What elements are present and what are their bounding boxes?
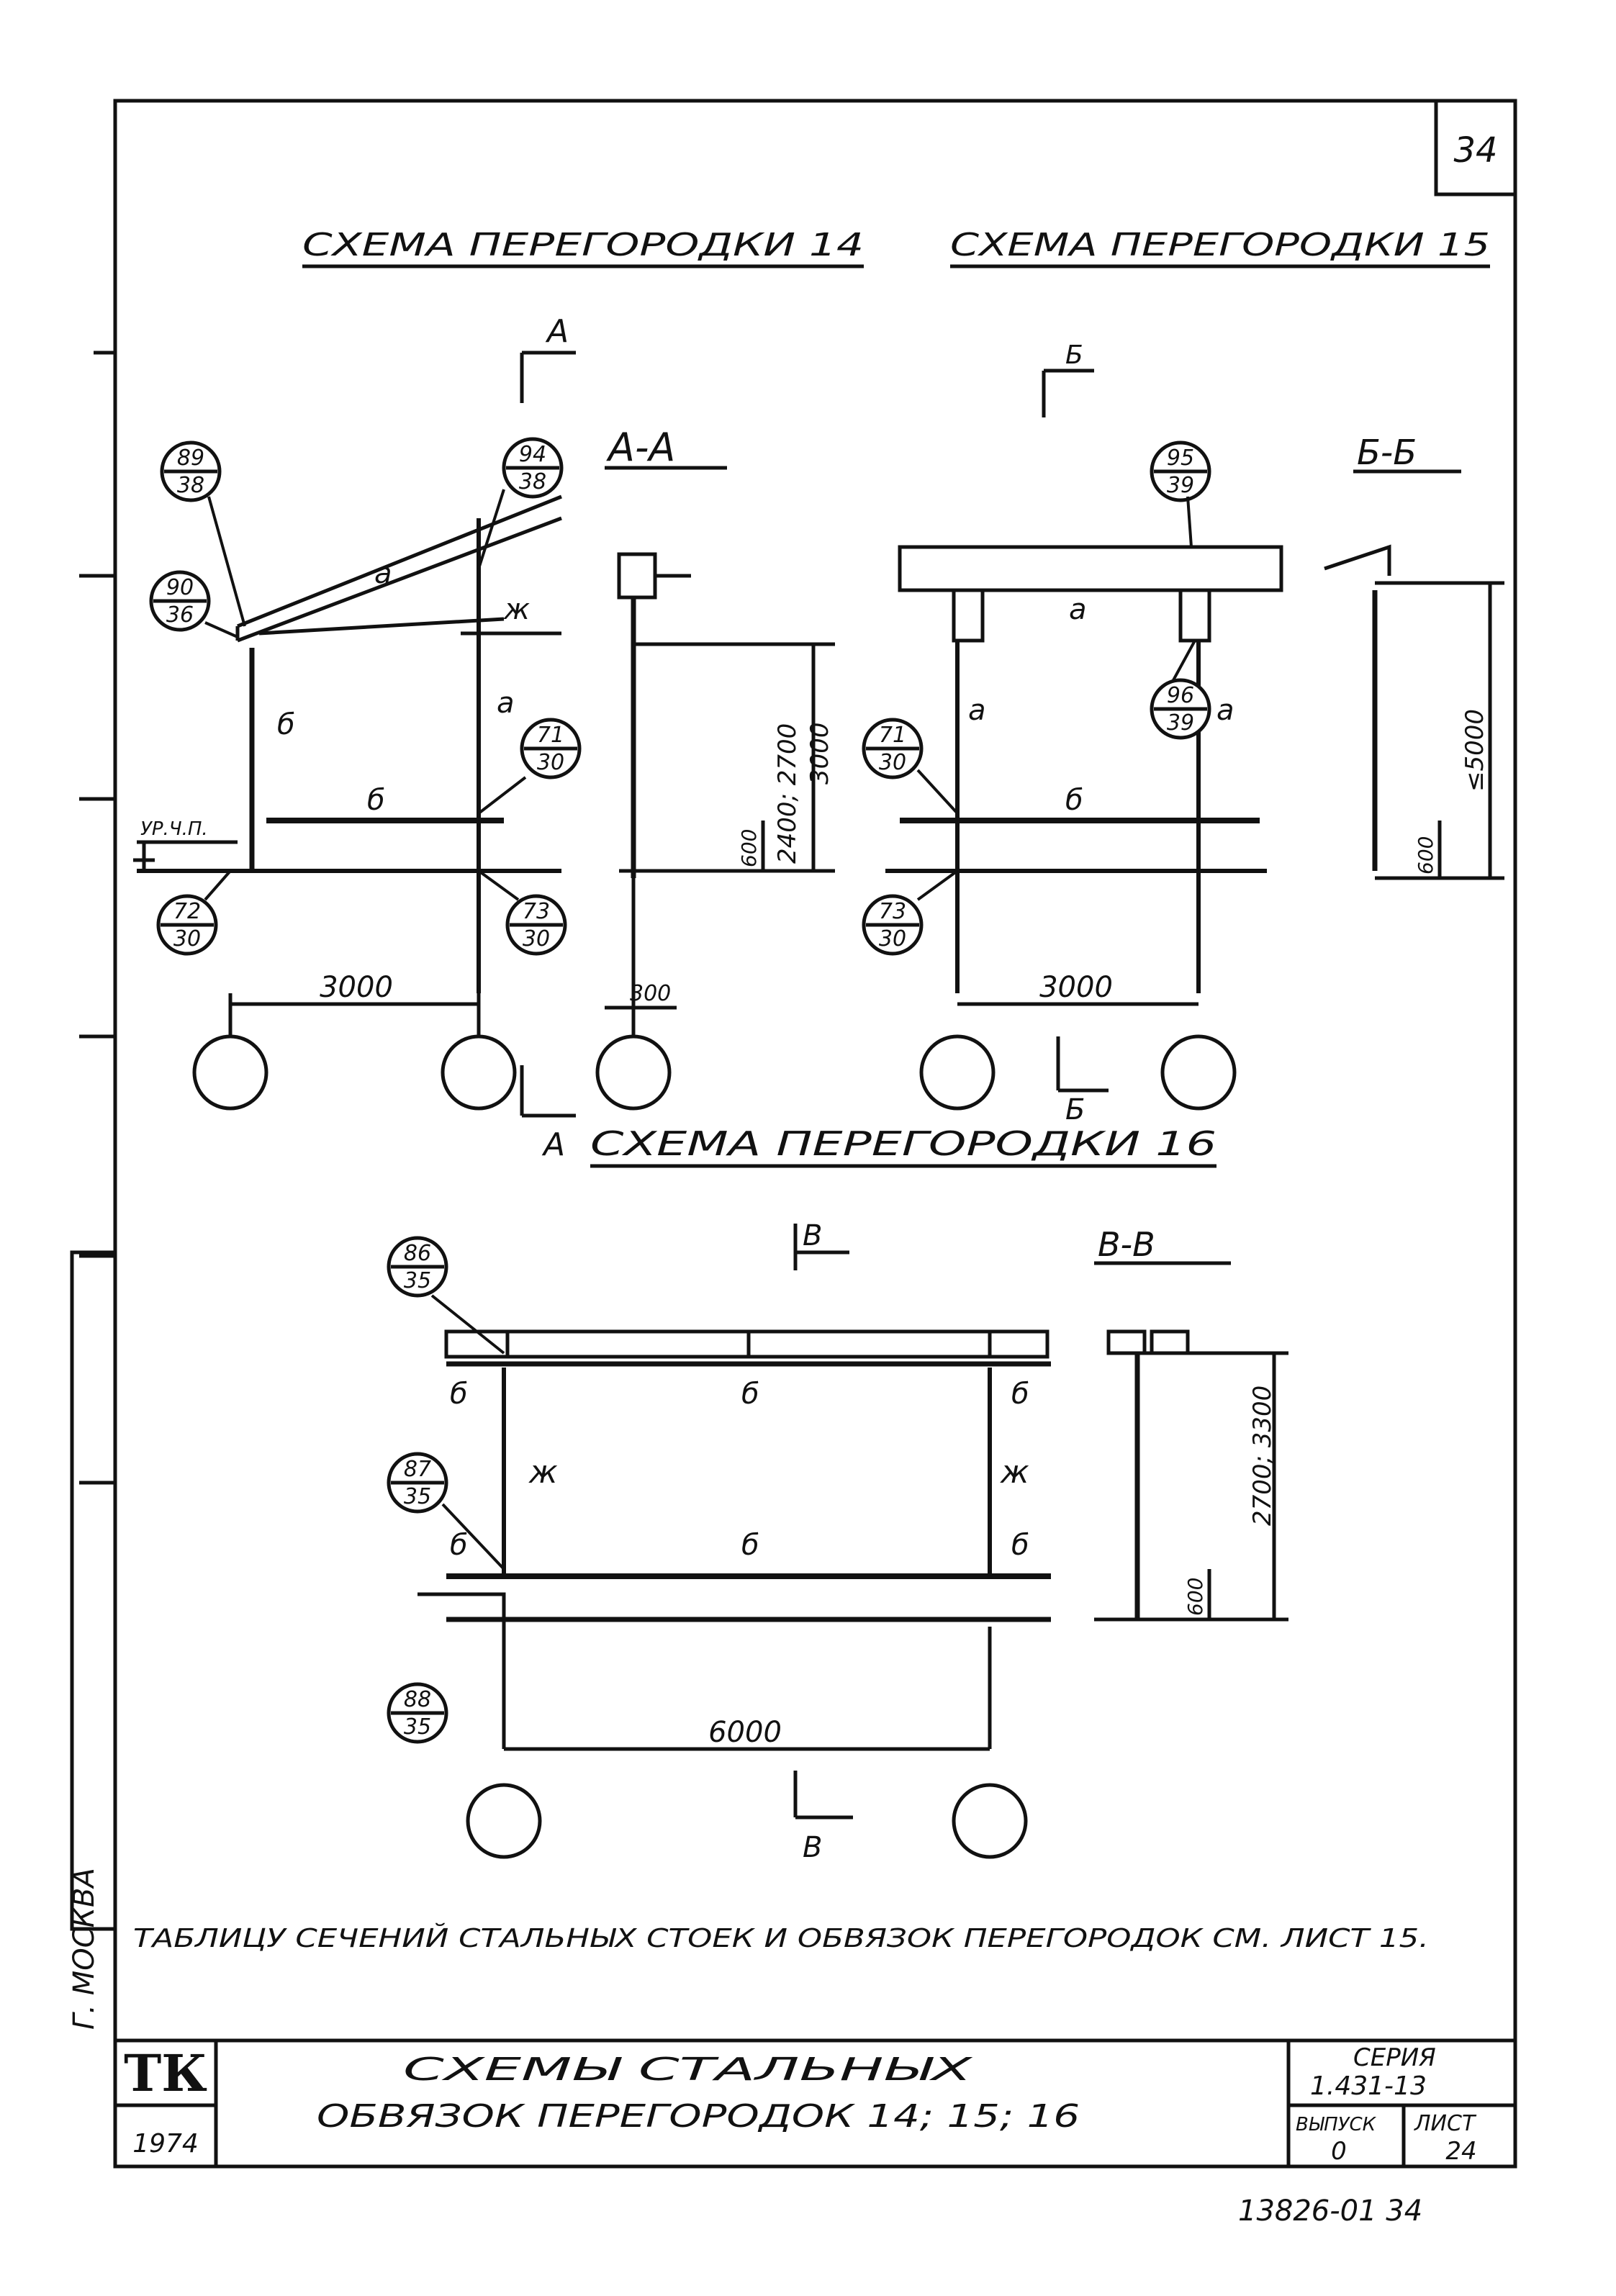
dim-height: 3000 — [805, 722, 834, 785]
axis-marker — [952, 1783, 1028, 1859]
dim-span: 3000 — [1039, 971, 1113, 1004]
node-top: 71 — [879, 723, 906, 748]
dim-span: 6000 — [708, 1716, 782, 1749]
element-label-b: б — [1065, 784, 1083, 817]
element-label-zh: ж — [528, 1454, 558, 1491]
title-scheme-15: СХЕМА ПЕРЕГОРОДКИ 15 — [950, 227, 1490, 263]
node-top: 90 — [166, 575, 194, 600]
cut-marker-v: В — [803, 1831, 822, 1864]
sheet-label: ЛИСТ — [1414, 2111, 1477, 2136]
node-top: 94 — [519, 442, 546, 467]
dim-low: 600 — [1183, 1578, 1207, 1616]
node-bottom: 30 — [879, 926, 906, 952]
series-label: СЕРИЯ — [1353, 2043, 1436, 2072]
node-bottom: 30 — [879, 750, 906, 775]
scheme-14 — [133, 264, 864, 1118]
title-scheme-16: СХЕМА ПЕРЕГОРОДКИ 16 — [590, 1124, 1216, 1163]
node-top: 88 — [404, 1687, 431, 1712]
scheme-15 — [885, 264, 1504, 1111]
node-bottom: 36 — [166, 602, 194, 628]
node-top: 71 — [537, 723, 564, 748]
dim-base: 300 — [630, 981, 671, 1006]
node-callouts-14 — [149, 437, 582, 956]
dim-span: 3000 — [320, 971, 393, 1004]
element-label-a: а — [968, 694, 986, 727]
axis-marker — [441, 1034, 517, 1111]
sheet-value: 24 — [1445, 2137, 1476, 2166]
node-top: 87 — [404, 1457, 431, 1482]
element-label-b: б — [1011, 1529, 1029, 1562]
element-label-a: а — [374, 557, 392, 590]
node-top: 72 — [173, 899, 201, 924]
element-label-a: а — [1069, 593, 1087, 626]
axis-marker — [466, 1783, 542, 1859]
element-label-zh: ж — [1000, 1454, 1029, 1491]
dim-height: ≤5000 — [1461, 709, 1489, 792]
dim-low: 600 — [1414, 836, 1437, 874]
node-callouts-16 — [387, 1236, 448, 1744]
node-top: 96 — [1167, 683, 1194, 708]
element-label-b: б — [1011, 1378, 1029, 1411]
node-callouts-15 — [862, 440, 1211, 956]
year: 1974 — [132, 2129, 199, 2159]
node-bottom: 39 — [1167, 710, 1194, 736]
cut-marker-a: А — [545, 313, 569, 350]
node-bottom: 35 — [404, 1484, 431, 1509]
page-number: 34 — [1453, 130, 1497, 171]
element-label-b: б — [741, 1529, 759, 1562]
axis-marker — [919, 1034, 996, 1111]
dim-height: 2700; 3300 — [1248, 1386, 1277, 1526]
cut-marker-a: А — [541, 1126, 565, 1163]
node-bottom: 38 — [177, 473, 204, 498]
node-bottom: 30 — [523, 926, 550, 952]
axis-marker — [595, 1034, 672, 1111]
title-scheme-14: СХЕМА ПЕРЕГОРОДКИ 14 — [302, 227, 864, 263]
scheme-16 — [417, 1164, 1288, 1859]
drawing-title-line1: СХЕМЫ СТАЛЬНЫХ — [403, 2051, 973, 2088]
drawing-title-line2: ОБВЯЗОК ПЕРЕГОРОДОК 14; 15; 16 — [317, 2098, 1080, 2135]
side-city: Г. МОСКВА — [68, 1868, 101, 2030]
node-bottom: 30 — [173, 926, 201, 952]
axis-marker — [1160, 1034, 1237, 1111]
element-label-b: б — [450, 1378, 468, 1411]
node-top: 89 — [177, 446, 204, 471]
note-text: ТАБЛИЦУ СЕЧЕНИЙ СТАЛЬНЫХ СТОЕК И ОБВЯЗОК… — [133, 1923, 1429, 1953]
title-block — [115, 2038, 1515, 2166]
node-bottom: 39 — [1167, 473, 1194, 498]
element-label-a: а — [1216, 694, 1234, 727]
node-bottom: 35 — [404, 1714, 431, 1740]
element-label-zh: ж — [503, 593, 530, 626]
element-label-b: б — [741, 1378, 759, 1411]
level-mark: УР.Ч.П. — [140, 818, 208, 840]
node-top: 86 — [404, 1241, 431, 1266]
element-label-b: б — [277, 708, 295, 741]
section-title-b: Б-Б — [1357, 433, 1417, 473]
logo: ТК — [124, 2043, 207, 2103]
node-top: 73 — [879, 899, 906, 924]
page-number-box — [1434, 99, 1517, 196]
node-bottom: 30 — [537, 750, 564, 775]
element-label-a: а — [497, 687, 515, 720]
node-bottom: 38 — [519, 469, 546, 494]
dim-height: 2400; 2700 — [773, 723, 802, 864]
section-title-a: А-А — [606, 425, 675, 470]
issue-value: 0 — [1331, 2137, 1347, 2166]
cut-marker-b: Б — [1065, 1093, 1085, 1126]
node-top: 95 — [1167, 446, 1194, 471]
dim-low: 600 — [737, 829, 761, 867]
node-top: 73 — [523, 899, 550, 924]
issue-label: ВЫПУСК — [1296, 2114, 1377, 2135]
axis-marker — [192, 1034, 268, 1111]
element-label-b: б — [367, 784, 385, 817]
cut-marker-v: В — [803, 1219, 822, 1252]
footer-code: 13826-01 34 — [1238, 2195, 1422, 2228]
sheet-frame — [113, 99, 1517, 2169]
node-bottom: 35 — [404, 1268, 431, 1293]
element-label-b: б — [450, 1529, 468, 1562]
section-title-v: В-В — [1098, 1225, 1155, 1264]
cut-marker-b: Б — [1065, 340, 1083, 370]
series-value: 1.431-13 — [1310, 2071, 1427, 2101]
